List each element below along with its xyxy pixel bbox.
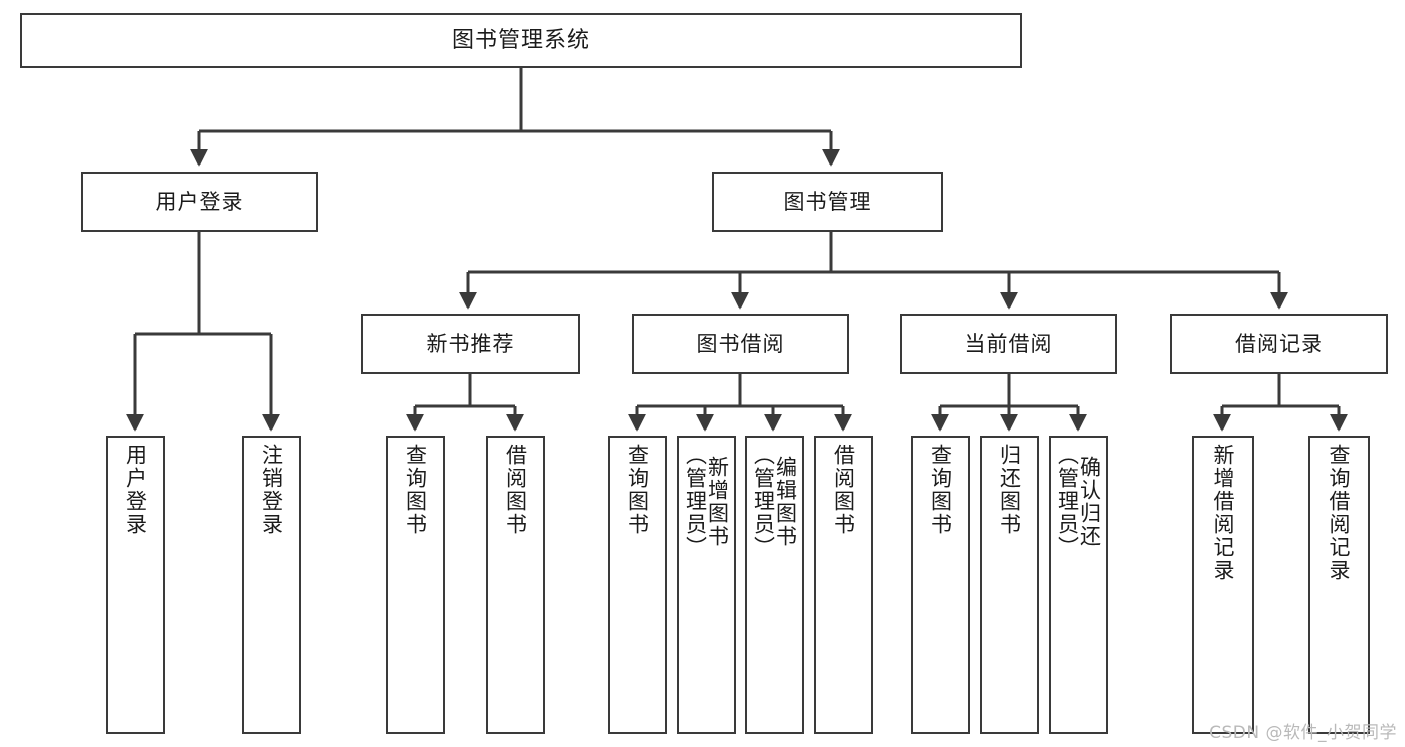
node-label: 查询借阅记录 [1327,444,1352,582]
node-label: 查询图书 [625,444,650,536]
node-label: 新书推荐 [426,331,515,356]
leaf-current-query-book[interactable]: 查询图书 [911,436,970,734]
leaf-borrow-borrow-book[interactable]: 借阅图书 [814,436,873,734]
csdn-watermark: CSDN @软件_小贺同学 [1209,723,1397,743]
node-label: 新增借阅记录 [1211,444,1236,582]
node-label: 图书借阅 [696,331,785,356]
node-label: 用户登录 [123,444,148,536]
leaf-user-login-signout[interactable]: 注销登录 [242,436,301,734]
node-label: 图书管理 [783,189,872,214]
node-book-management[interactable]: 图书管理 [712,172,943,232]
node-label: 借阅记录 [1235,331,1323,356]
node-label: 查询图书 [928,444,953,536]
leaf-current-return-book[interactable]: 归还图书 [980,436,1039,734]
node-root-system[interactable]: 图书管理系统 [20,13,1022,68]
leaf-borrow-edit-book-admin[interactable]: 编辑图书 （管理员） [745,436,804,734]
node-label: 归还图书 [997,444,1022,536]
node-borrow-record[interactable]: 借阅记录 [1170,314,1388,374]
node-book-borrow[interactable]: 图书借阅 [632,314,849,374]
node-label: 新增图书 （管理员） [683,444,730,559]
leaf-recommend-query-book[interactable]: 查询图书 [386,436,445,734]
leaf-borrow-add-book-admin[interactable]: 新增图书 （管理员） [677,436,736,734]
leaf-recommend-borrow-book[interactable]: 借阅图书 [486,436,545,734]
node-label: 编辑图书 （管理员） [751,444,798,559]
leaf-user-login-signin[interactable]: 用户登录 [106,436,165,734]
node-label: 注销登录 [259,444,284,536]
node-label: 图书管理系统 [451,27,590,53]
node-label: 确认归还 （管理员） [1055,444,1102,559]
node-user-login[interactable]: 用户登录 [81,172,318,232]
leaf-borrow-query-book[interactable]: 查询图书 [608,436,667,734]
leaf-current-confirm-return-admin[interactable]: 确认归还 （管理员） [1049,436,1108,734]
node-label: 借阅图书 [503,444,528,536]
node-label: 用户登录 [155,189,244,214]
node-current-borrow[interactable]: 当前借阅 [900,314,1117,374]
leaf-record-add-record[interactable]: 新增借阅记录 [1192,436,1254,734]
node-new-book-recommend[interactable]: 新书推荐 [361,314,580,374]
node-label: 当前借阅 [964,331,1053,356]
node-label: 查询图书 [403,444,428,536]
node-label: 借阅图书 [831,444,856,536]
leaf-record-query-record[interactable]: 查询借阅记录 [1308,436,1370,734]
